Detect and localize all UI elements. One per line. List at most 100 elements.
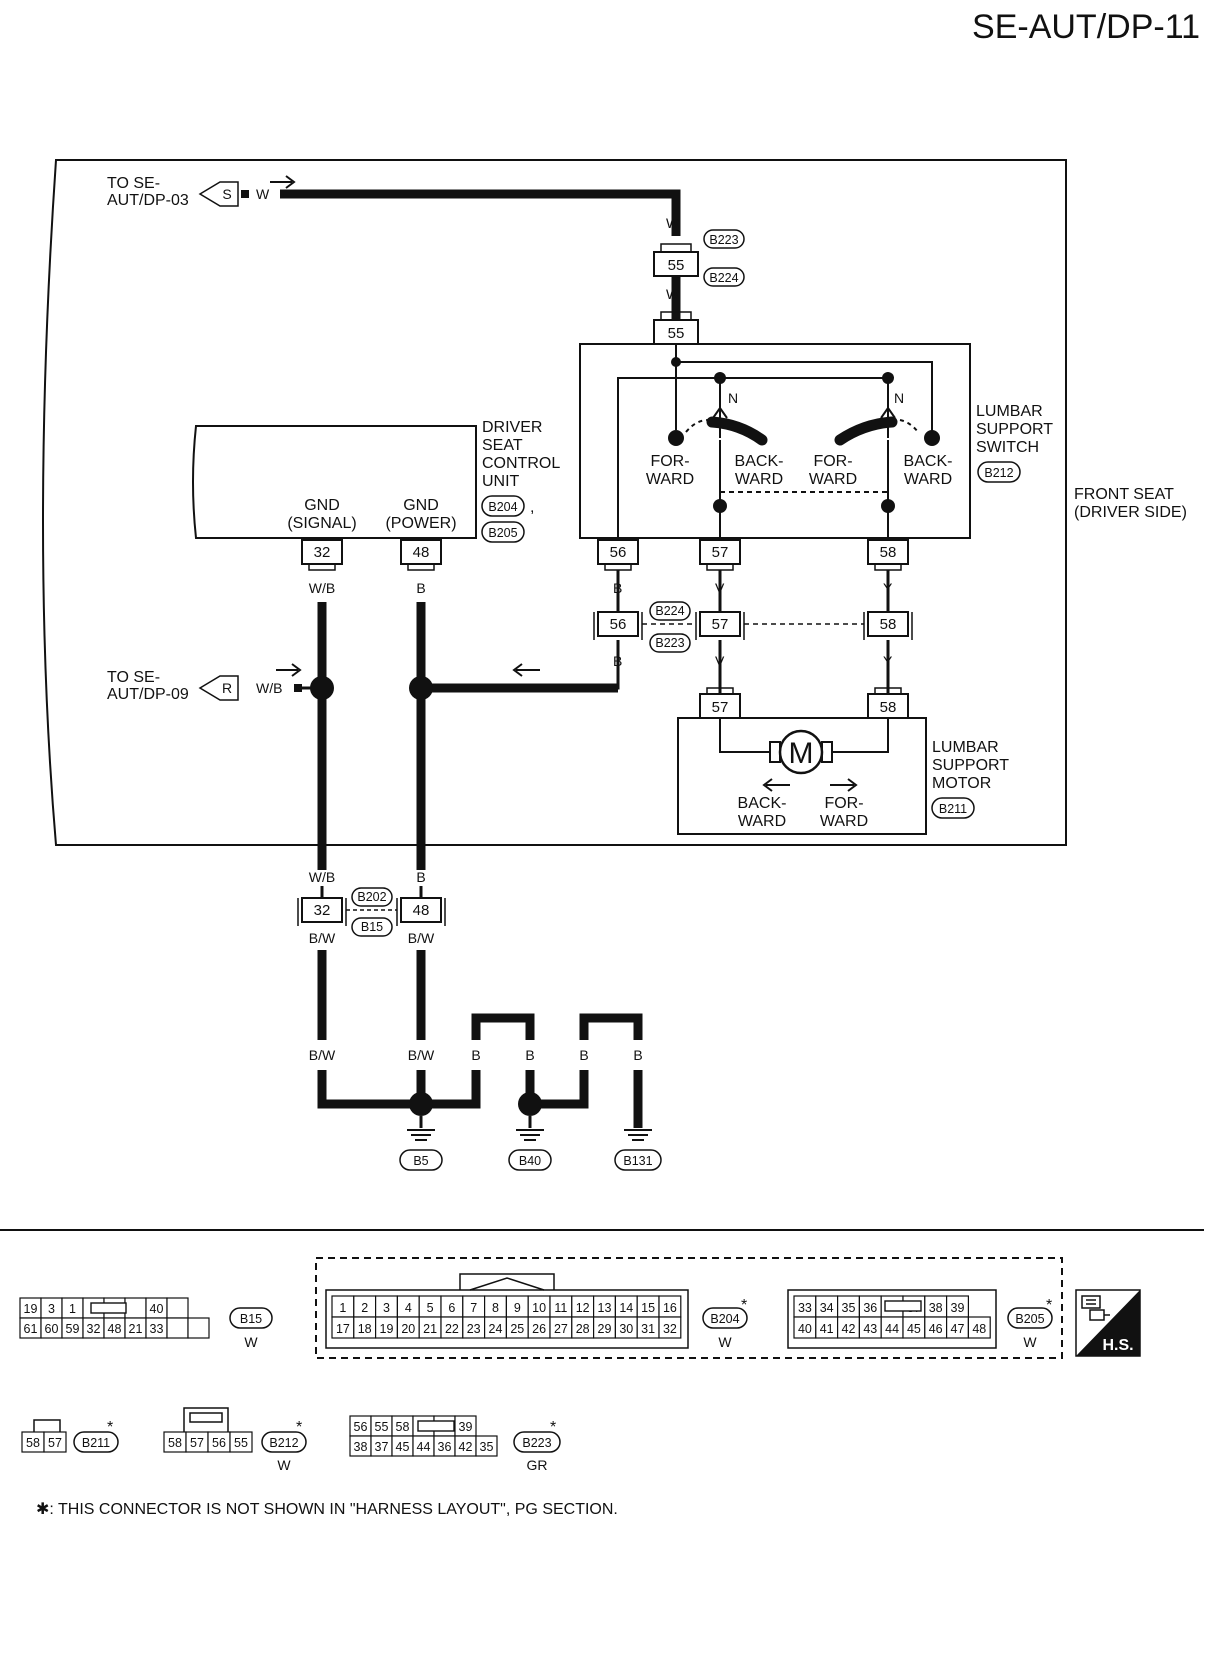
switch-pos-backward-2-l2: WARD bbox=[904, 471, 952, 488]
control-unit-box bbox=[192, 425, 477, 539]
cv-b204-tag[interactable]: B204 bbox=[702, 1307, 748, 1329]
mid-wire-v-lower: V bbox=[715, 653, 725, 669]
conn-tag-b204[interactable]: B204 bbox=[481, 495, 525, 517]
switch-pos-backward-1-l1: BACK- bbox=[735, 453, 784, 470]
conn-tag-b224-mid[interactable]: B224 bbox=[649, 601, 691, 621]
page-code: SE-AUT/DP-11 bbox=[972, 8, 1200, 46]
b223-pin-cell bbox=[475, 1435, 498, 1457]
offpage-connector-s[interactable]: TO SE- AUT/DP-03 S W bbox=[107, 175, 270, 209]
b211-pin-cell bbox=[43, 1431, 67, 1453]
switch-pin-57[interactable]: 57 bbox=[699, 539, 741, 571]
switch-pin-58-label: 58 bbox=[880, 544, 897, 561]
switch-pin-55[interactable]: 55 bbox=[653, 311, 699, 345]
offpage-s-line1: TO SE- bbox=[107, 175, 160, 192]
switch-neutral-left: N bbox=[728, 390, 738, 406]
b204-pin-label: 3 bbox=[383, 1301, 390, 1315]
b204-pin-label: 30 bbox=[619, 1322, 633, 1336]
switch-pin-58[interactable]: 58 bbox=[867, 539, 909, 571]
b204-pin-label: 2 bbox=[361, 1301, 368, 1315]
b15-pin-label: 1 bbox=[69, 1302, 76, 1316]
joint-low-32[interactable]: 32 bbox=[297, 897, 347, 926]
splice-node-32 bbox=[310, 676, 334, 700]
mid-wire-b-upper: B bbox=[613, 580, 622, 596]
mid-wire-y-upper: Y bbox=[883, 580, 893, 596]
cv-b212-tag-label: B212 bbox=[269, 1436, 298, 1450]
ground-tag-b131[interactable]: B131 bbox=[614, 1149, 662, 1171]
thick-ground-wires bbox=[317, 602, 618, 870]
switch-pos-forward-1-l2: WARD bbox=[646, 471, 694, 488]
b212-pin-label: 58 bbox=[168, 1436, 182, 1450]
joint-top-pin: 55 bbox=[668, 257, 685, 274]
switch-pin-56[interactable]: 56 bbox=[597, 539, 639, 571]
joint-low-48[interactable]: 48 bbox=[396, 897, 446, 926]
b223-pin-label: 35 bbox=[480, 1440, 494, 1454]
joint-mid-58[interactable]: 58 bbox=[863, 611, 913, 640]
motor-pin-57[interactable]: 57 bbox=[699, 687, 741, 719]
b15-pin-label: 32 bbox=[87, 1322, 101, 1336]
motor-pin-58[interactable]: 58 bbox=[867, 687, 909, 719]
cv-b15-tag[interactable]: B15 bbox=[229, 1307, 273, 1329]
motor-dir-forward-l1: FOR- bbox=[824, 795, 863, 812]
b204-pin-label: 1 bbox=[339, 1301, 346, 1315]
conn-tag-b15[interactable]: B15 bbox=[351, 917, 393, 937]
offpage-connector-r[interactable]: TO SE- AUT/DP-09 R W/B bbox=[107, 669, 302, 703]
conn-tag-b212[interactable]: B212 bbox=[977, 461, 1021, 483]
b223-pin-label: 42 bbox=[459, 1440, 473, 1454]
cv-b212-tag[interactable]: B212 bbox=[261, 1431, 307, 1453]
b205-pin-label: 40 bbox=[798, 1322, 812, 1336]
joint-connector-55-upper[interactable]: 55 bbox=[653, 243, 699, 277]
b204-pin-label: 21 bbox=[423, 1322, 437, 1336]
b205-pin-label: 44 bbox=[885, 1322, 899, 1336]
ground-drops bbox=[419, 1116, 532, 1128]
b204-pin-label: 22 bbox=[445, 1322, 459, 1336]
lumbar-motor-box bbox=[677, 717, 927, 835]
b204-pin-label: 16 bbox=[663, 1301, 677, 1315]
b223-pin-label: 44 bbox=[417, 1440, 431, 1454]
switch-neutral-right: N bbox=[894, 390, 904, 406]
conn-tag-b202[interactable]: B202 bbox=[351, 887, 393, 907]
joint-low-48-label: 48 bbox=[413, 902, 430, 919]
b204-pin-label: 29 bbox=[598, 1322, 612, 1336]
switch-name-line3: SWITCH bbox=[976, 439, 1039, 456]
b15-pin-cell bbox=[187, 1317, 210, 1339]
switch-pos-backward-1-l2: WARD bbox=[735, 471, 783, 488]
b204-pin-label: 18 bbox=[358, 1322, 372, 1336]
motor-arrow-backward bbox=[762, 778, 790, 792]
ground-tag-b40[interactable]: B40 bbox=[508, 1149, 552, 1171]
joint-mid-57[interactable]: 57 bbox=[695, 611, 745, 640]
conn-tag-b223-mid[interactable]: B223 bbox=[649, 633, 691, 653]
conn-tag-b223-top[interactable]: B223 bbox=[703, 229, 745, 249]
conn-tag-b205-label: B205 bbox=[488, 526, 517, 540]
offpage-r-line1: TO SE- bbox=[107, 669, 160, 686]
switch-internal-wiring bbox=[617, 344, 933, 540]
cv-b223-tag[interactable]: B223 bbox=[513, 1431, 561, 1453]
cv-b212-color: W bbox=[277, 1457, 291, 1473]
joint-mid-56[interactable]: 56 bbox=[593, 611, 643, 640]
b205-pin-label: 38 bbox=[929, 1301, 943, 1315]
conn-tag-b205[interactable]: B205 bbox=[481, 521, 525, 543]
b204-b205-group-outline bbox=[315, 1257, 1063, 1359]
b205-pin-cell bbox=[967, 1316, 991, 1339]
ground-tag-b5[interactable]: B5 bbox=[399, 1149, 443, 1171]
conn-tag-b211[interactable]: B211 bbox=[931, 797, 975, 819]
conn-tag-b224-top[interactable]: B224 bbox=[703, 267, 745, 287]
motor-pin-57-label: 57 bbox=[712, 699, 729, 716]
b15-pin-label: 33 bbox=[150, 1322, 164, 1336]
cu-pin-48[interactable]: 48 bbox=[400, 539, 442, 571]
b205-pin-label: 39 bbox=[951, 1301, 965, 1315]
b223-pin-label: 36 bbox=[438, 1440, 452, 1454]
control-unit-name-line2: SEAT bbox=[482, 437, 523, 454]
cu-pin-32-label: 32 bbox=[314, 544, 331, 561]
cv-b211-tag[interactable]: B211 bbox=[73, 1431, 119, 1453]
b204-pin-label: 25 bbox=[510, 1322, 524, 1336]
switch-name-line1: LUMBAR bbox=[976, 403, 1043, 420]
b205-pin-label: 48 bbox=[972, 1322, 986, 1336]
hs-connector-icon bbox=[1081, 1295, 1110, 1321]
switch-contact-forward-1 bbox=[668, 430, 684, 446]
cv-b205-tag[interactable]: B205 bbox=[1007, 1307, 1053, 1329]
cu-pin-32[interactable]: 32 bbox=[301, 539, 343, 571]
b204-pin-label: 4 bbox=[405, 1301, 412, 1315]
cv-b204-color: W bbox=[718, 1334, 732, 1350]
